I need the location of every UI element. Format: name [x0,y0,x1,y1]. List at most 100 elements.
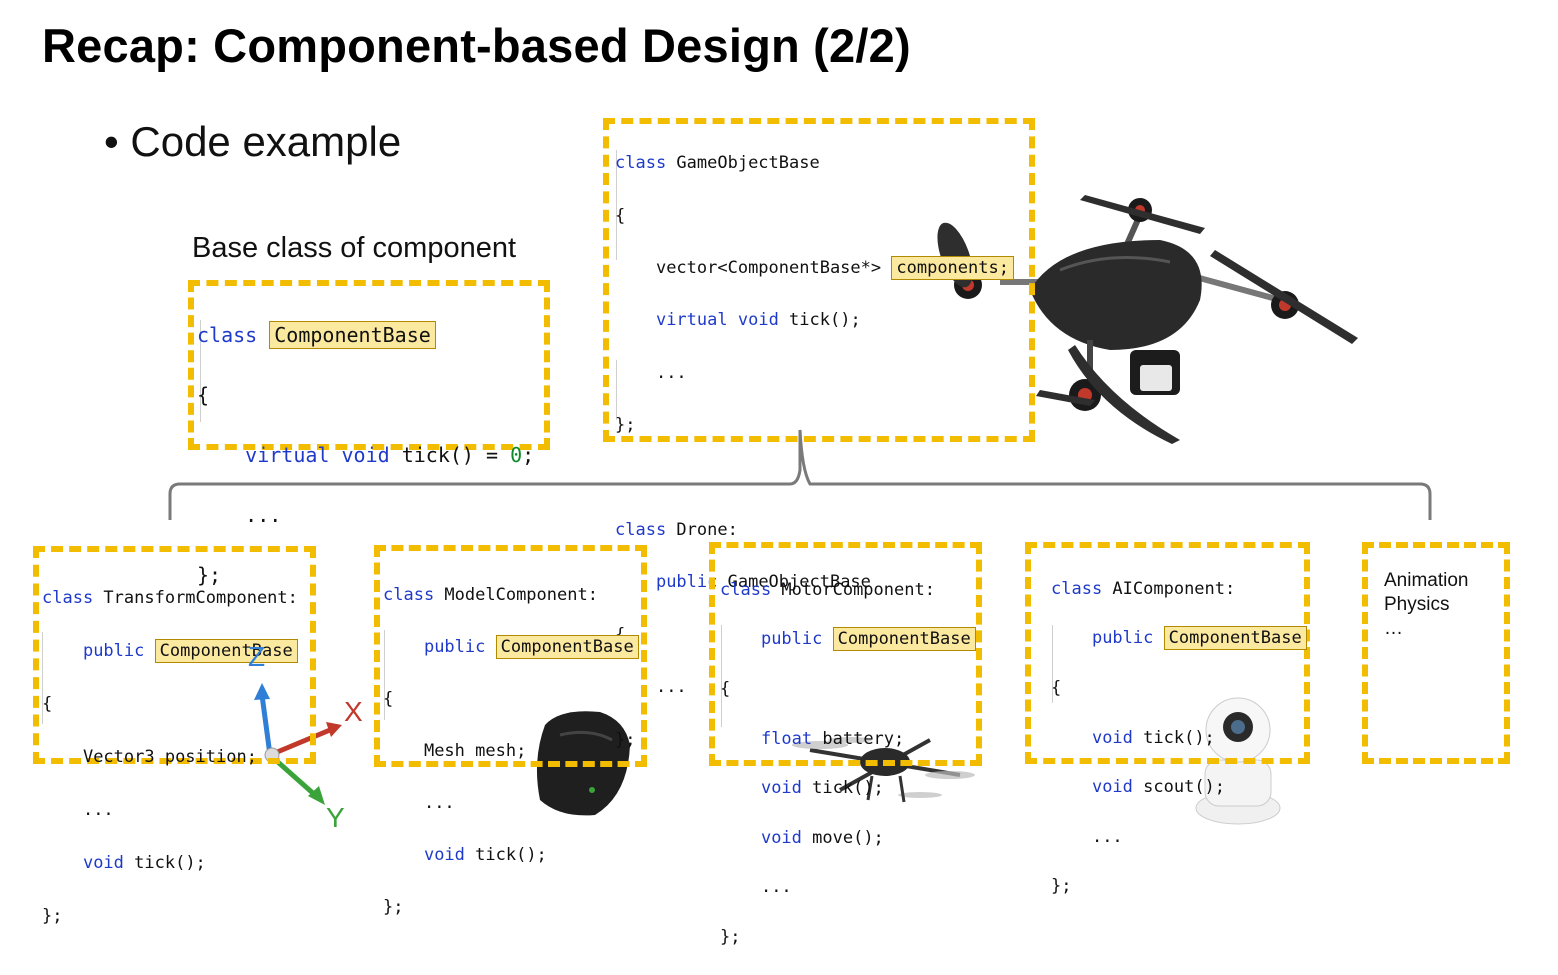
code-brace-close: }; [383,897,404,917]
code-ellipsis: ... [760,877,792,898]
model-code: class ModelComponent: public ComponentBa… [383,556,639,946]
code-guide-line [200,320,201,422]
gameobject-code: class GameObjectBase { vector<ComponentB… [615,124,1014,779]
keyword-void: void [1091,727,1133,748]
gameobject-code-box [603,118,1035,442]
keyword-class: class [383,585,435,605]
keyword-virtual: virtual [245,443,330,467]
other-components-box [1362,542,1510,764]
componentbase-highlight: ComponentBase [269,321,436,349]
code-brace-open: { [197,383,210,407]
keyword-public: public [760,629,823,650]
drone-class-name: Drone: [666,520,738,541]
keyword-class: class [42,587,94,608]
code-brace-close: }; [615,415,636,436]
code-brace-close: }; [720,926,741,947]
keyword-void: void [760,778,802,799]
componentbase-code-box [188,280,550,450]
code-brace-open: { [383,689,394,709]
keyword-public: public [82,640,145,661]
keyword-void: void [760,827,802,848]
tick-method: tick(); [123,852,206,873]
tick-method: tick(); [464,845,547,865]
position-field: Vector3 position; [82,746,257,767]
tick-method: tick(); [778,310,861,331]
code-ellipsis: ... [655,677,687,698]
keyword-class: class [1051,578,1103,599]
code-guide-line [721,625,722,727]
transform-code-box [33,546,316,764]
keyword-class: class [197,323,258,347]
code-brace-open: { [720,678,731,699]
code-guide-line [384,630,385,720]
code-guide-line [616,150,617,260]
code-brace-close: }; [42,905,63,926]
illustrations [168,195,1432,825]
code-brace-open: { [615,622,1014,648]
transform-code: class TransformComponent: public Compone… [42,558,298,956]
keyword-void: void [341,443,390,467]
motor-code-box [709,542,982,766]
keyword-void: void [1091,777,1133,798]
tick-method: tick(); [801,778,884,799]
keyword-float: float [760,728,813,749]
componentbase-highlight: ComponentBase [154,638,298,663]
code-ellipsis: ... [655,362,687,383]
keyword-class: class [615,153,667,174]
keyword-void: void [737,310,779,331]
componentbase-highlight: ComponentBase [495,635,639,659]
code-guide-line [1052,625,1053,703]
keyword-void: void [423,845,465,865]
motor-code: class MotorComponent: public ComponentBa… [720,553,976,975]
components-highlight: components; [891,256,1014,281]
ai-code-box [1025,542,1310,764]
drone-illustration [937,195,1358,444]
code-ellipsis: ... [423,793,455,813]
componentbase-highlight: ComponentBase [1163,626,1307,651]
code-brace-open: { [615,205,626,226]
code-brace-open: { [1051,677,1062,698]
mesh-field: Mesh mesh; [423,741,527,761]
physics-label: Physics [1384,594,1450,615]
keyword-public: public [655,572,718,593]
keyword-public: public [1091,628,1154,649]
gameobjectbase-name: GameObjectBase [666,153,820,174]
code-ellipsis: ... [82,799,114,820]
componentbase-highlight: ComponentBase [832,627,976,652]
battery-field: battery; [812,728,905,749]
model-class-name: ModelComponent: [434,585,598,605]
code-ellipsis: ... [245,503,282,527]
axis-z-label: Z [248,641,266,672]
componentbase-code: class ComponentBase { virtual void tick(… [197,290,534,620]
base-class-label: Base class of component [192,232,517,264]
tick-method: tick(); [1132,727,1215,748]
axis-x-label: X [344,696,363,727]
code-brace-close: }; [1051,876,1072,897]
grouping-brace [168,429,1432,520]
keyword-class: class [720,579,772,600]
model-code-box [374,545,647,767]
animation-label: Animation [1384,570,1469,591]
base-class-name: GameObjectBase [717,572,871,593]
camera-illustration [1195,697,1281,825]
code-brace-close: }; [197,563,222,587]
semicolon: ; [522,443,535,467]
slide-title: Recap: Component-based Design (2/2) [42,19,911,72]
keyword-public: public [423,637,486,657]
bullet-code-example: • Code example [104,118,402,165]
keyword-void: void [82,852,124,873]
vector-declaration: vector<ComponentBase*> [655,258,882,279]
code-brace-close: }; [615,729,636,750]
code-brace-open: { [42,693,53,714]
code-ellipsis: ... [1091,826,1123,847]
transform-class-name: TransformComponent: [93,587,298,608]
keyword-class: class [615,520,667,541]
scout-method: scout(); [1132,777,1226,798]
pure-virtual-zero: 0 [510,443,523,467]
keyword-virtual: virtual [655,310,728,331]
ai-code: class AIComponent: public ComponentBase … [1051,552,1307,924]
tick-method: tick() = [389,443,511,467]
motor-class-name: MotorComponent: [771,579,935,600]
code-guide-line [616,360,617,420]
code-guide-line [42,632,43,724]
